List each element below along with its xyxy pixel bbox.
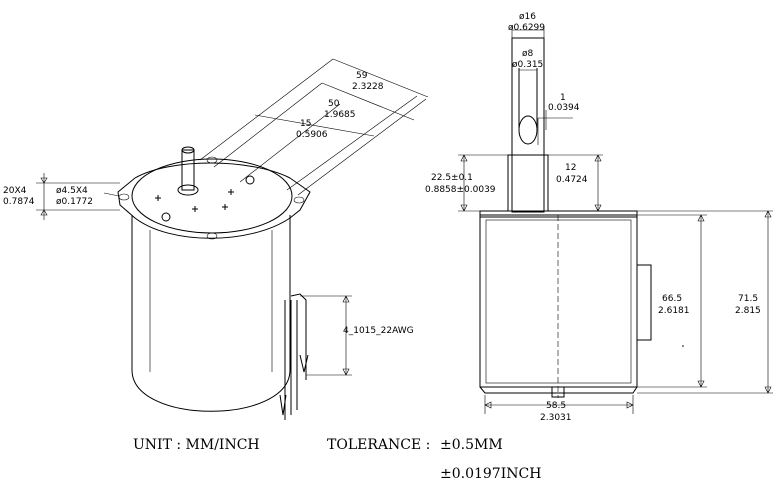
motor-face	[131, 158, 293, 234]
motor-shaft	[181, 149, 195, 191]
wire-spec-label: 4_1015_22AWG	[343, 326, 414, 336]
dim-line-50	[321, 82, 415, 121]
dim-66-label: 66.5	[662, 294, 682, 304]
side-connector	[637, 264, 652, 341]
top-plate	[479, 210, 638, 218]
dim-58-lines	[484, 395, 634, 414]
dim-58-label: 58.5	[546, 401, 566, 411]
isometric-motor-view: 59 2.3228 50 1.9685 15 0.5906 20X4 0.787…	[3, 58, 429, 420]
unit-label: UNIT : MM/INCH	[133, 437, 260, 453]
flange-hole	[206, 156, 218, 164]
dim-22-label: 22.5±0.1	[431, 173, 473, 183]
dim-dia16-label: ø16	[519, 12, 536, 22]
dim-59-inch-label: 2.3228	[352, 82, 384, 92]
face-screw	[161, 212, 171, 222]
shaft-boss	[177, 184, 199, 196]
dim-22-lines	[458, 154, 508, 212]
dim-50-label: 50	[328, 99, 340, 109]
dim-line-59	[332, 58, 429, 98]
lead-wires	[284, 293, 307, 420]
face-mark	[155, 189, 234, 212]
dim-71-inch-label: 2.815	[735, 306, 761, 316]
shaft-top	[181, 146, 195, 154]
dim-71-lines	[637, 210, 773, 394]
front-body	[479, 214, 638, 388]
motor-body	[131, 215, 291, 412]
dim-dia8-label: ø8	[522, 49, 534, 59]
dim-66-inch-label: 2.6181	[658, 306, 690, 316]
extension-lines	[199, 58, 427, 196]
dim-12-lines	[548, 154, 603, 212]
wire-tip	[279, 354, 309, 416]
dim-flat-line	[538, 110, 573, 130]
mounting-flange	[117, 162, 311, 239]
front-body-inner	[485, 219, 632, 384]
bottom-rim	[479, 386, 638, 394]
dim-flat-label: 1	[560, 93, 566, 103]
tolerance-mm: ±0.5MM	[440, 437, 503, 453]
dim-12-label: 12	[565, 163, 576, 173]
face-screw	[245, 175, 255, 185]
bottom-tab	[551, 387, 565, 398]
front-shaft	[511, 37, 545, 213]
front-motor-view: ø16 ø0.6299 ø8 ø0.315 1 0.0394 12 0.4724…	[425, 12, 773, 423]
dim-15-inch-label: 0.5906	[296, 130, 328, 140]
tolerance-label: TOLERANCE :	[327, 437, 430, 453]
dim-dia16-line	[511, 26, 545, 38]
body-highlight	[149, 230, 273, 372]
dim-15-label: 15	[300, 119, 311, 129]
shaft-base	[507, 154, 549, 212]
dim-hole-dia-label: ø4.5X4	[56, 186, 88, 196]
shaft-flat-hole	[518, 115, 538, 145]
dim-59-label: 59	[356, 71, 368, 81]
flange-hole	[118, 193, 130, 201]
dim-66-lines	[637, 214, 707, 388]
dim-58-inch-label: 2.3031	[540, 413, 572, 423]
dim-hole-dia-inch-label: ø0.1772	[56, 197, 93, 207]
dim-71-label: 71.5	[738, 294, 758, 304]
dim-flat-inch-label: 0.0394	[548, 103, 580, 113]
footer-notes: UNIT : MM/INCH TOLERANCE : ±0.5MM ±0.019…	[133, 437, 541, 482]
hole-dia-leader	[103, 192, 120, 197]
dim-holes-label: 20X4	[3, 186, 27, 196]
wire-callout-lines	[300, 295, 352, 376]
dim-22-inch-label: 0.8858±0.0039	[425, 185, 496, 195]
dim-dia8-inch-label: ø0.315	[512, 60, 543, 70]
stray-dot	[682, 345, 684, 347]
flange-hole	[293, 196, 305, 204]
tolerance-inch: ±0.0197INCH	[440, 466, 541, 482]
flange-hole	[206, 232, 218, 240]
dim-50-inch-label: 1.9685	[324, 110, 356, 120]
dim-line-15	[254, 114, 375, 137]
dim-12-inch-label: 0.4724	[556, 175, 588, 185]
dim-holes-inch-label: 0.7874	[3, 197, 35, 207]
dim-dia16-inch-label: ø0.6299	[508, 23, 545, 33]
dim-holes-lines	[36, 173, 120, 220]
